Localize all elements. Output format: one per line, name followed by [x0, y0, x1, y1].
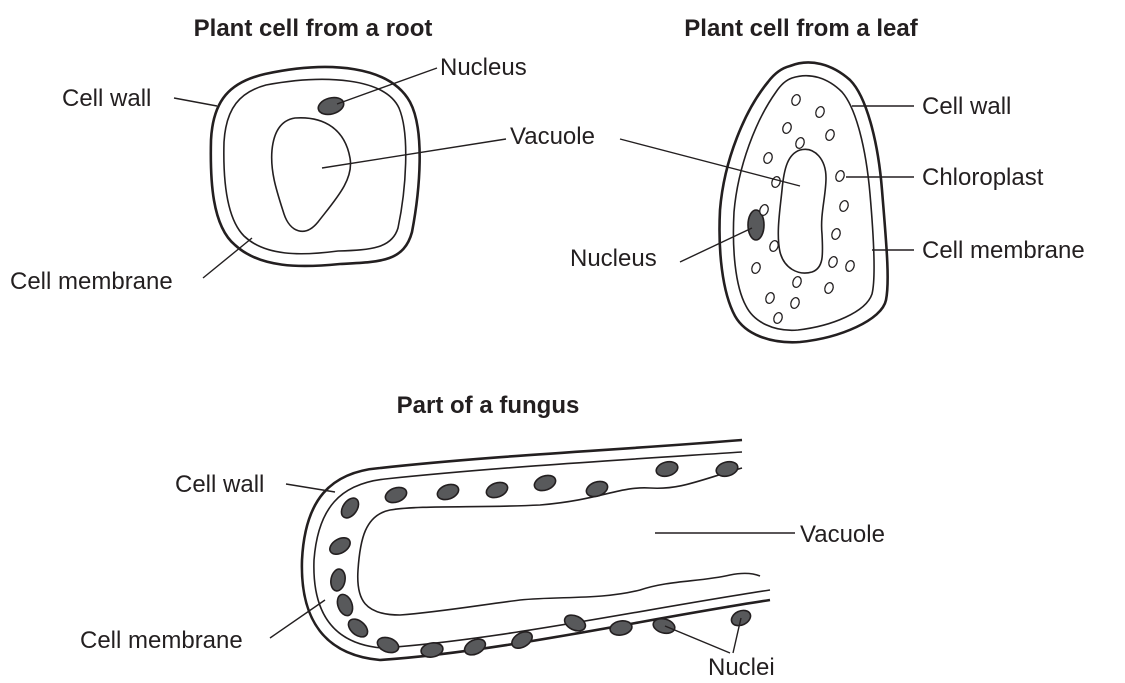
chloroplast — [789, 296, 800, 309]
chloroplast — [814, 105, 825, 118]
fungus: Part of a fungus Cell wall — [80, 392, 885, 681]
fungus-nucleus — [609, 619, 633, 637]
leaf-cell-nucleus-label: Nucleus — [570, 245, 657, 272]
leaf-cell-wall — [720, 62, 888, 342]
root-cell-membrane — [224, 79, 406, 253]
root-cell-membrane-label: Cell membrane — [10, 268, 173, 295]
fungus-cell-membrane-leader — [270, 600, 325, 638]
fungus-cell-wall-label: Cell wall — [175, 471, 264, 498]
fungus-cell-membrane — [358, 468, 760, 615]
leaf-cell-membrane — [733, 76, 874, 331]
leaf-cell-vacuole-leader — [620, 139, 800, 186]
fungus-nucleus — [532, 473, 557, 494]
root-cell-vacuole-label: Vacuole — [510, 123, 595, 150]
chloroplast — [830, 227, 841, 240]
root-cell-vacuole — [272, 118, 351, 231]
fungus-title: Part of a fungus — [397, 392, 580, 419]
leaf-cell-title: Plant cell from a leaf — [684, 15, 918, 42]
fungus-nucleus — [329, 568, 347, 592]
chloroplast — [781, 121, 792, 134]
chloroplast — [750, 261, 761, 274]
fungus-nuclei-label: Nuclei — [708, 654, 775, 681]
fungus-nucleus — [338, 495, 362, 521]
fungus-nucleus — [435, 482, 460, 503]
leaf-cell-chloroplast-label: Chloroplast — [922, 164, 1044, 191]
root-cell-wall-leader — [174, 98, 217, 106]
fungus-nucleus — [484, 480, 509, 501]
fungus-vacuole-label: Vacuole — [800, 521, 885, 548]
chloroplast — [838, 199, 849, 212]
leaf-cell-wall-label: Cell wall — [922, 93, 1011, 120]
fungus-nucleus — [509, 628, 535, 651]
leaf-cell-chloroplasts — [750, 93, 855, 324]
fungus-nucleus — [655, 459, 680, 478]
chloroplast — [764, 291, 775, 304]
leaf-cell: Plant cell from a leaf — [570, 15, 1085, 342]
fungus-nucleus — [345, 616, 371, 641]
chloroplast — [823, 281, 834, 294]
chloroplast — [834, 169, 845, 182]
fungus-nucleus — [335, 592, 356, 617]
chloroplast — [824, 128, 835, 141]
chloroplast — [794, 136, 805, 149]
fungus-cell-membrane-label: Cell membrane — [80, 627, 243, 654]
leaf-cell-vacuole — [778, 149, 826, 273]
root-cell-title: Plant cell from a root — [194, 15, 433, 42]
chloroplast — [791, 275, 802, 288]
fungus-nucleus — [562, 612, 588, 634]
fungus-nucleus — [327, 534, 353, 557]
chloroplast — [844, 259, 855, 272]
chloroplast — [770, 175, 781, 188]
root-cell-nucleus — [316, 95, 345, 117]
chloroplast — [790, 93, 801, 106]
leaf-cell-membrane-label: Cell membrane — [922, 237, 1085, 264]
fungus-nucleus — [383, 485, 408, 506]
root-cell: Plant cell from a root Cell wall Nucleus… — [10, 15, 595, 295]
chloroplast — [827, 255, 838, 268]
chloroplast — [762, 151, 773, 164]
root-cell-membrane-leader — [203, 238, 252, 278]
chloroplast — [772, 311, 783, 324]
leaf-cell-nucleus-leader — [680, 228, 752, 262]
fungus-nucleus — [375, 635, 400, 656]
fungus-nucleus — [584, 479, 609, 500]
root-cell-wall-label: Cell wall — [62, 85, 151, 112]
root-cell-nucleus-leader — [337, 68, 437, 104]
fungus-cell-wall — [302, 440, 770, 660]
root-cell-nucleus-label: Nucleus — [440, 54, 527, 81]
fungus-nuclei-leader-1 — [665, 626, 730, 653]
